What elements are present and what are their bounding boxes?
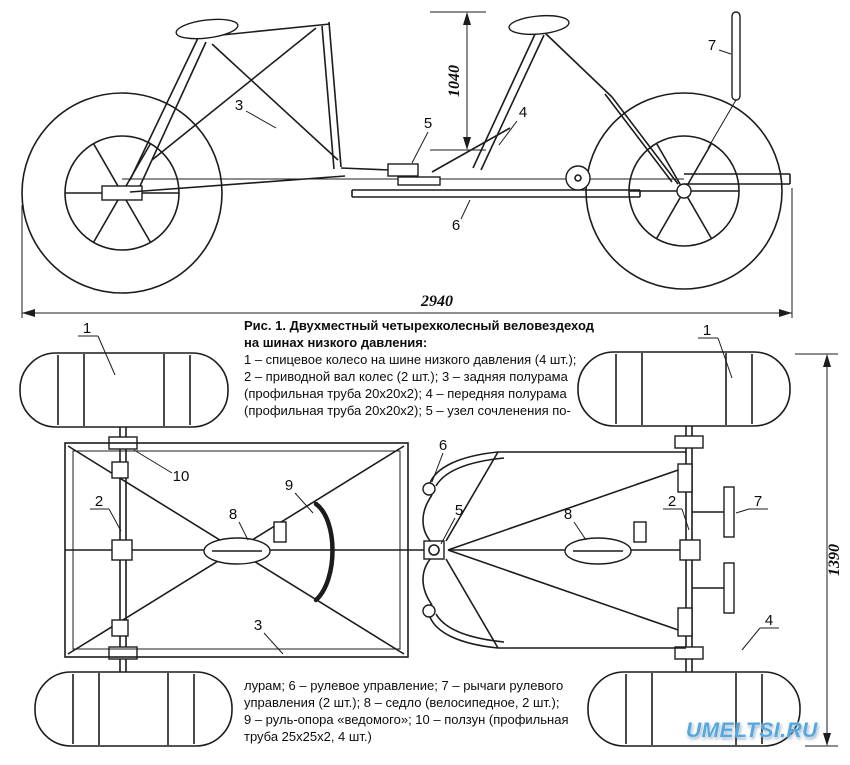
legend-line: (профильная труба 20х20х2); 5 – узел соч… [244, 402, 571, 418]
top-right-seat-group [564, 521, 647, 565]
caption-title-line1: Рис. 1. Двухместный четырехколесный вело… [244, 318, 594, 333]
side-joint-block-2 [397, 176, 441, 186]
callout-rear-frame-top: 3 [254, 617, 262, 634]
side-right-wheel [585, 92, 783, 290]
side-joint-block-1 [387, 163, 419, 177]
caption-title-line2: на шинах низкого давления: [244, 334, 428, 350]
fork-joint-bottom [422, 604, 436, 618]
side-steering-lever [731, 11, 741, 101]
callout-seat-left: 8 [229, 506, 237, 523]
side-left-wheel [21, 92, 223, 294]
dim-height: 1040 [430, 11, 486, 151]
tire-rear-right [587, 671, 801, 747]
callout-wheel-left: 1 [83, 320, 91, 337]
dim-length: 2940 [21, 188, 793, 318]
pedal-right [633, 521, 647, 543]
right-gearbox [679, 539, 701, 561]
steering-lever-top [723, 486, 735, 538]
callout-front-halfframe: 4 [519, 104, 527, 121]
dim-height-value: 1040 [446, 65, 463, 97]
legend-line: 1 – спицевое колесо на шине низкого давл… [244, 351, 577, 367]
dim-width: 1390 [795, 353, 843, 747]
pedal-left [273, 521, 287, 543]
top-left-seat-group [203, 501, 335, 603]
legend-line: труба 25х25х2, 4 шт.) [244, 728, 372, 744]
fork-joint-top [422, 482, 436, 496]
legend-line: (профильная труба 20х20х2); 4 – передняя… [244, 385, 567, 401]
steering-lever-bottom [723, 562, 735, 614]
legend-line: 2 – приводной вал колес (2 шт.); 3 – зад… [244, 368, 568, 384]
callout-joint-top: 5 [455, 502, 463, 519]
slider-block-top [111, 461, 129, 479]
callout-steering-top: 6 [439, 437, 447, 454]
figure-caption: Рис. 1. Двухместный четырехколесный вело… [244, 318, 594, 419]
callout-wheel-right: 1 [703, 322, 711, 339]
callout-drive-right: 2 [668, 493, 676, 510]
legend-line: управления (2 шт.); 8 – седло (велосипед… [244, 694, 560, 710]
handlebar-support [313, 501, 335, 603]
tire-front-left [19, 352, 229, 428]
top-view: 1390 1 1 10 2 9 8 5 6 8 2 [19, 320, 843, 747]
side-frame [122, 11, 791, 198]
callout-slider: 10 [173, 468, 190, 485]
side-view: 1040 2940 3 5 4 6 7 [21, 11, 793, 318]
dim-width-value: 1390 [826, 544, 843, 576]
left-gearbox [111, 539, 133, 561]
callout-handlebar: 9 [285, 477, 293, 494]
side-callouts: 3 5 4 6 7 [235, 37, 732, 234]
legend-line: лурам; 6 – рулевое управление; 7 – рычаг… [244, 678, 564, 693]
legend-line: 9 – руль-опора «ведомого»; 10 – ползун (… [244, 711, 569, 727]
side-sprocket [565, 165, 591, 191]
callout-seat-right: 8 [564, 506, 572, 523]
callout-rear-halfframe: 3 [235, 97, 243, 114]
side-rear-seat [175, 18, 239, 40]
hinge-pin [428, 544, 440, 556]
callout-drive-left: 2 [95, 493, 103, 510]
tire-front-right [577, 351, 791, 427]
callout-lever: 7 [708, 37, 716, 54]
callout-joint: 5 [424, 115, 432, 132]
figure-caption-continued: лурам; 6 – рулевое управление; 7 – рычаг… [244, 678, 584, 746]
dim-length-value: 2940 [420, 293, 453, 310]
callout-lever-top: 7 [754, 493, 762, 510]
side-right-hub [676, 183, 692, 199]
slider-block-front-bottom [677, 607, 693, 637]
callout-steering: 6 [452, 217, 460, 234]
site-watermark: UMELTSI.RU [686, 719, 818, 742]
hinge-block [423, 540, 445, 560]
top-front-frame [445, 451, 735, 649]
slider-block-front-top [677, 463, 693, 493]
top-tires [19, 351, 801, 747]
tire-rear-left [34, 671, 233, 747]
side-front-seat [508, 14, 570, 36]
top-callouts: 1 1 10 2 9 8 5 6 8 2 7 3 4 [78, 320, 779, 655]
callout-front-frame-top: 4 [765, 612, 773, 629]
side-left-hub [101, 185, 143, 201]
slider-block-bottom [111, 619, 129, 637]
